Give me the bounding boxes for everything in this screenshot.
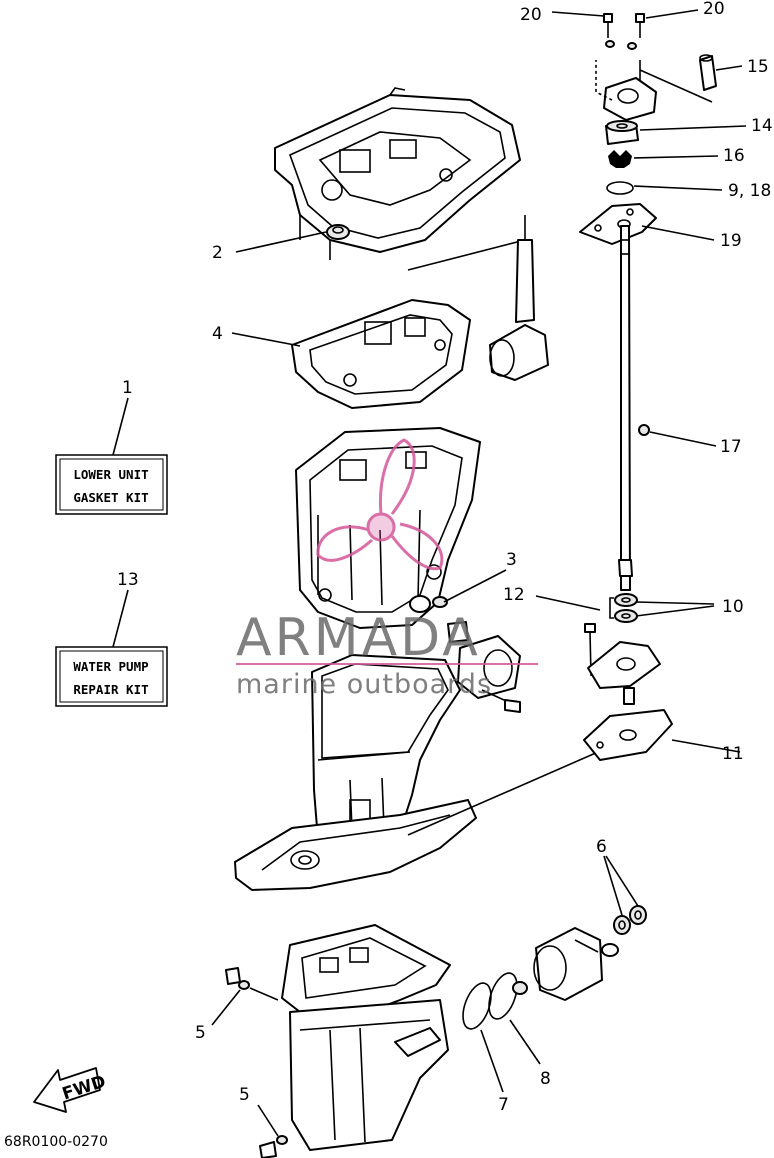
callout-numbers: 20 20 15 14 16 9, 18 19 2 4 1 17 3 13 12…: [117, 0, 773, 1115]
watermark-brand: ARMADA: [236, 608, 481, 668]
fwd-label: FWD: [60, 1072, 108, 1105]
callout-3: 3: [506, 550, 517, 570]
part-gasket-upper: [291, 299, 471, 409]
callout-11: 11: [722, 744, 744, 764]
part-insert-cartridge-14: [605, 120, 639, 145]
upper-casing: [295, 427, 481, 629]
callout-16: 16: [723, 146, 745, 166]
part-bolts-20: [603, 13, 645, 50]
part-pin-17: [638, 424, 650, 436]
part-grommet: [326, 224, 350, 240]
part-drain-screw-upper: [225, 967, 279, 1001]
leader-lines: [112, 9, 747, 1137]
part-shaft-housing-lower: [587, 641, 661, 705]
part-pump-tube-15: [699, 54, 717, 91]
watermark-tagline: marine outboards: [236, 669, 492, 700]
part-outer-plate-19: [579, 203, 657, 245]
water-pump-repair-kit-box: WATER PUMP REPAIR KIT: [55, 646, 168, 707]
callout-15: 15: [747, 57, 769, 77]
kit-pump-line1: WATER PUMP: [73, 659, 148, 674]
kit-pump-line2: REPAIR KIT: [73, 682, 148, 697]
armada-watermark: ARMADA marine outboards: [236, 438, 538, 700]
part-driveshaft-coupler: [407, 215, 549, 381]
part-drain-screw-lower: [259, 1135, 288, 1158]
part-bearings-10: [614, 593, 638, 623]
leader-housing: [407, 751, 599, 836]
part-o-ring-8: [488, 972, 518, 1020]
callout-7: 7: [498, 1095, 509, 1115]
lower-unit-gearcase: [281, 924, 451, 1151]
part-seal: [432, 596, 448, 608]
part-gasket-11: [583, 709, 673, 761]
kit-lower-line2: GASKET KIT: [73, 490, 148, 505]
lower-unit-gasket-kit-box: LOWER UNIT GASKET KIT: [55, 454, 168, 515]
callout-6: 6: [596, 837, 607, 857]
callout-17: 17: [720, 437, 742, 457]
callout-1: 1: [122, 378, 133, 398]
callout-8: 8: [540, 1069, 551, 1089]
part-o-ring-7: [462, 982, 492, 1030]
part-bolts-midsection: [447, 621, 521, 713]
fwd-arrow: FWD: [33, 1067, 108, 1113]
kit-lower-line1: LOWER UNIT: [73, 467, 148, 482]
callout-19: 19: [720, 231, 742, 251]
part-pump-housing: [603, 60, 713, 121]
driveshaft-housing: [234, 654, 477, 891]
callout-20b: 20: [703, 0, 725, 19]
callout-10: 10: [722, 597, 744, 617]
propeller-logo: [316, 438, 444, 571]
callout-20a: 20: [520, 5, 542, 25]
part-o-ring-9-18: [606, 181, 634, 195]
part-oil-seals: [613, 905, 647, 935]
part-driveshaft: [618, 225, 633, 591]
callout-5b: 5: [239, 1085, 250, 1105]
upper-mount-casing: [274, 87, 521, 260]
callout-12: 12: [503, 585, 525, 605]
callout-5a: 5: [195, 1023, 206, 1043]
diagram-code: 68R0100-0270: [4, 1134, 108, 1150]
callout-13: 13: [117, 570, 139, 590]
callout-2: 2: [212, 243, 223, 263]
callout-9-18: 9, 18: [728, 181, 771, 201]
part-shaft-housing: [512, 927, 619, 1001]
part-impeller-16: [608, 150, 632, 168]
callout-4: 4: [212, 324, 223, 344]
callout-14: 14: [751, 116, 773, 136]
